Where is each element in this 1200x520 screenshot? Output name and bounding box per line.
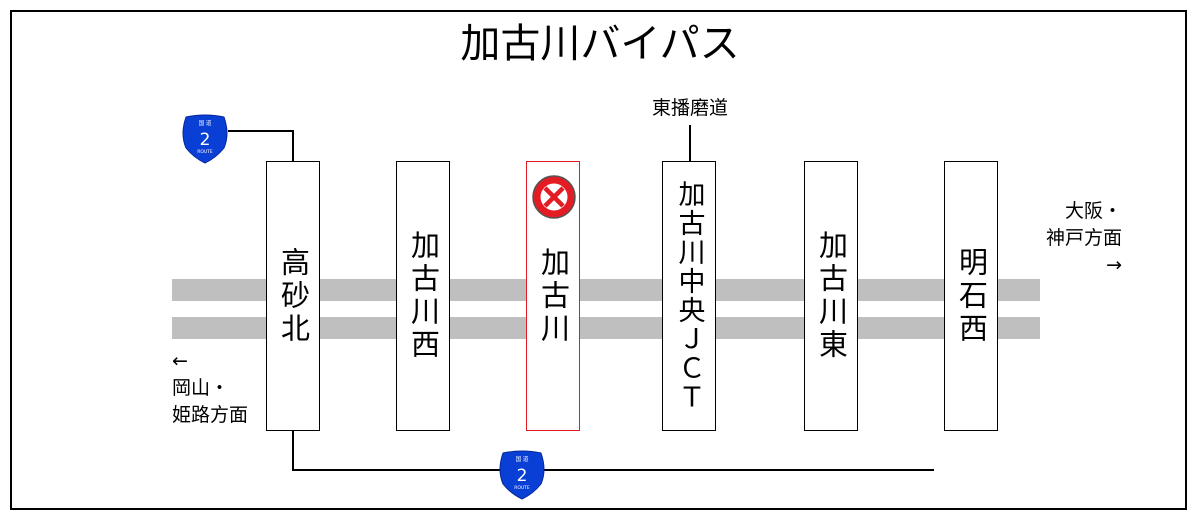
- route2-line-upper-vertical: [292, 130, 294, 162]
- route2-line-lower-vertical: [292, 429, 294, 471]
- shield-number: 2: [517, 466, 528, 486]
- station-name: 明石西: [954, 246, 989, 346]
- shield-bottom-text: ROUTE: [197, 149, 213, 155]
- station-box-kakogawanishi: 加古川西: [396, 161, 450, 431]
- station-box-kakogawachuo-jct: 加古川中央ＪＣＴ: [662, 161, 716, 431]
- right-direction-arrow: →: [1106, 254, 1122, 276]
- station-box-takasagokita: 高砂北: [266, 161, 320, 431]
- route2-shield-icon: 国 道 2 ROUTE: [182, 114, 228, 164]
- left-direction-line1: 岡山・: [172, 377, 230, 399]
- shield-number: 2: [200, 130, 211, 150]
- closed-icon: [532, 175, 576, 219]
- station-box-akashinishi: 明石西: [944, 161, 998, 431]
- diagram-frame: [10, 10, 1187, 510]
- station-name: 加古川西: [406, 230, 441, 362]
- route2-line-lower-horizontal: [292, 469, 934, 471]
- station-name: 加古川東: [814, 230, 849, 362]
- connection-label: 東播磨道: [651, 97, 728, 119]
- shield-bottom-text: ROUTE: [514, 485, 530, 491]
- right-direction-line1: 大阪・: [1064, 200, 1122, 222]
- station-name: 加古川中央ＪＣＴ: [673, 180, 705, 412]
- shield-top-text: 国 道: [199, 119, 212, 127]
- left-direction-line2: 姫路方面: [172, 404, 249, 426]
- station-name: 高砂北: [276, 246, 311, 346]
- connector-line-higashiharima: [689, 125, 691, 163]
- left-direction-arrow: ←: [172, 350, 188, 372]
- station-box-kakogawahigashi: 加古川東: [804, 161, 858, 431]
- shield-top-text: 国 道: [516, 455, 529, 463]
- station-name: 加古川: [536, 246, 571, 346]
- right-direction-line2: 神戸方面: [1045, 227, 1122, 249]
- route2-line-upper-horizontal: [228, 130, 294, 132]
- route2-shield-icon: 国 道 2 ROUTE: [499, 450, 545, 500]
- diagram-title: 加古川バイパス: [460, 21, 740, 67]
